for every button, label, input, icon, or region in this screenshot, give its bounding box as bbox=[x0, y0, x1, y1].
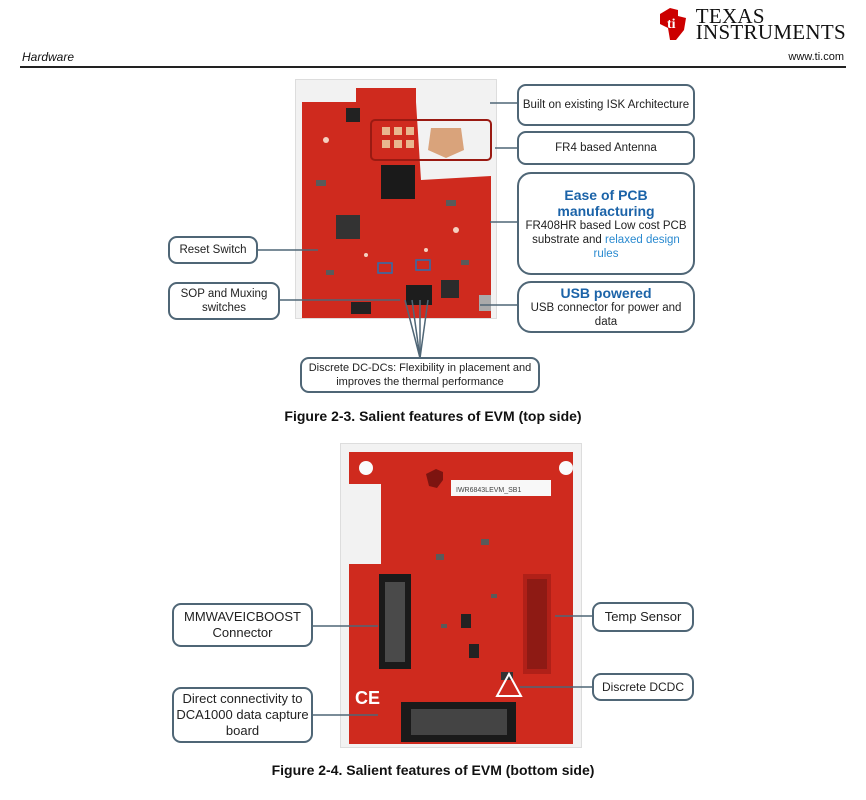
board-sticker-label: IWR6843LEVM_SB1 bbox=[456, 487, 521, 494]
callout-isk-architecture: Built on existing ISK Architecture bbox=[517, 84, 695, 126]
ti-logo-icon: ti bbox=[659, 8, 686, 40]
top-figure-leader-lines bbox=[258, 102, 517, 359]
sop-text: SOP and Muxing switches bbox=[180, 288, 268, 314]
callout-usb-powered: USB powered USB connector for power and … bbox=[517, 281, 695, 333]
svg-text:ti: ti bbox=[667, 17, 676, 32]
header-rule bbox=[20, 66, 846, 68]
callout-isk-text: Built on existing ISK Architecture bbox=[522, 99, 690, 111]
callout-discrete-dcdcs: Discrete DC-DCs: Flexibility in placemen… bbox=[300, 357, 540, 393]
logo-line-1: TEXAS bbox=[695, 4, 765, 28]
callout-discrete-dcdc: Discrete DCDC bbox=[592, 673, 694, 701]
callout-antenna-text: FR4 based Antenna bbox=[555, 142, 657, 154]
website-link[interactable]: www.ti.com bbox=[788, 51, 844, 63]
mmwave-text: MMWAVEICBOOST Connector bbox=[184, 609, 301, 640]
callout-fr4-antenna: FR4 based Antenna bbox=[517, 131, 695, 165]
svg-text:CE: CE bbox=[355, 688, 380, 708]
evm-bottom-photo: IWR6843LEVM_SB1 CE bbox=[340, 443, 582, 748]
evm-top-photo bbox=[295, 79, 497, 319]
bottom-figure-leader-lines bbox=[313, 615, 592, 716]
usb-headline: USB powered bbox=[560, 285, 652, 301]
temp-text: Temp Sensor bbox=[604, 609, 682, 624]
evm-bottom-board: IWR6843LEVM_SB1 CE bbox=[341, 444, 581, 747]
callout-pcb-manufacturing: Ease of PCB manufacturing FR408HR based … bbox=[517, 172, 695, 275]
callout-mmwaveicboost: MMWAVEICBOOST Connector bbox=[172, 603, 313, 647]
dca-text: Direct connectivity to DCA1000 data capt… bbox=[176, 691, 309, 738]
callout-temp-sensor: Temp Sensor bbox=[592, 602, 694, 632]
usb-text: USB connector for power and data bbox=[530, 302, 682, 328]
ti-logo: ti TEXAS INSTRUMENTS bbox=[656, 4, 846, 44]
dcdcs-text: Discrete DC-DCs: Flexibility in placemen… bbox=[308, 362, 532, 388]
callout-dca1000: Direct connectivity to DCA1000 data capt… bbox=[172, 687, 313, 743]
figure-2-3-caption: Figure 2-3. Salient features of EVM (top… bbox=[284, 408, 582, 424]
callout-reset-switch: Reset Switch bbox=[168, 236, 258, 264]
section-label: Hardware bbox=[22, 50, 75, 64]
figure-2-4-caption: Figure 2-4. Salient features of EVM (bot… bbox=[271, 762, 595, 778]
callout-sop-muxing: SOP and Muxing switches bbox=[168, 282, 280, 320]
logo-line-2: INSTRUMENTS bbox=[695, 20, 846, 44]
reset-text: Reset Switch bbox=[179, 244, 247, 256]
pcb-text: FR408HR based Low cost PCB substrate and bbox=[525, 219, 687, 246]
evm-top-board bbox=[296, 80, 496, 318]
discrete-dcdc-text: Discrete DCDC bbox=[601, 680, 684, 694]
pcb-accent-text: relaxed design rules bbox=[593, 233, 680, 260]
ti-logo-text: TEXAS INSTRUMENTS bbox=[695, 4, 846, 44]
pcb-headline: Ease of PCB manufacturing bbox=[557, 186, 655, 219]
